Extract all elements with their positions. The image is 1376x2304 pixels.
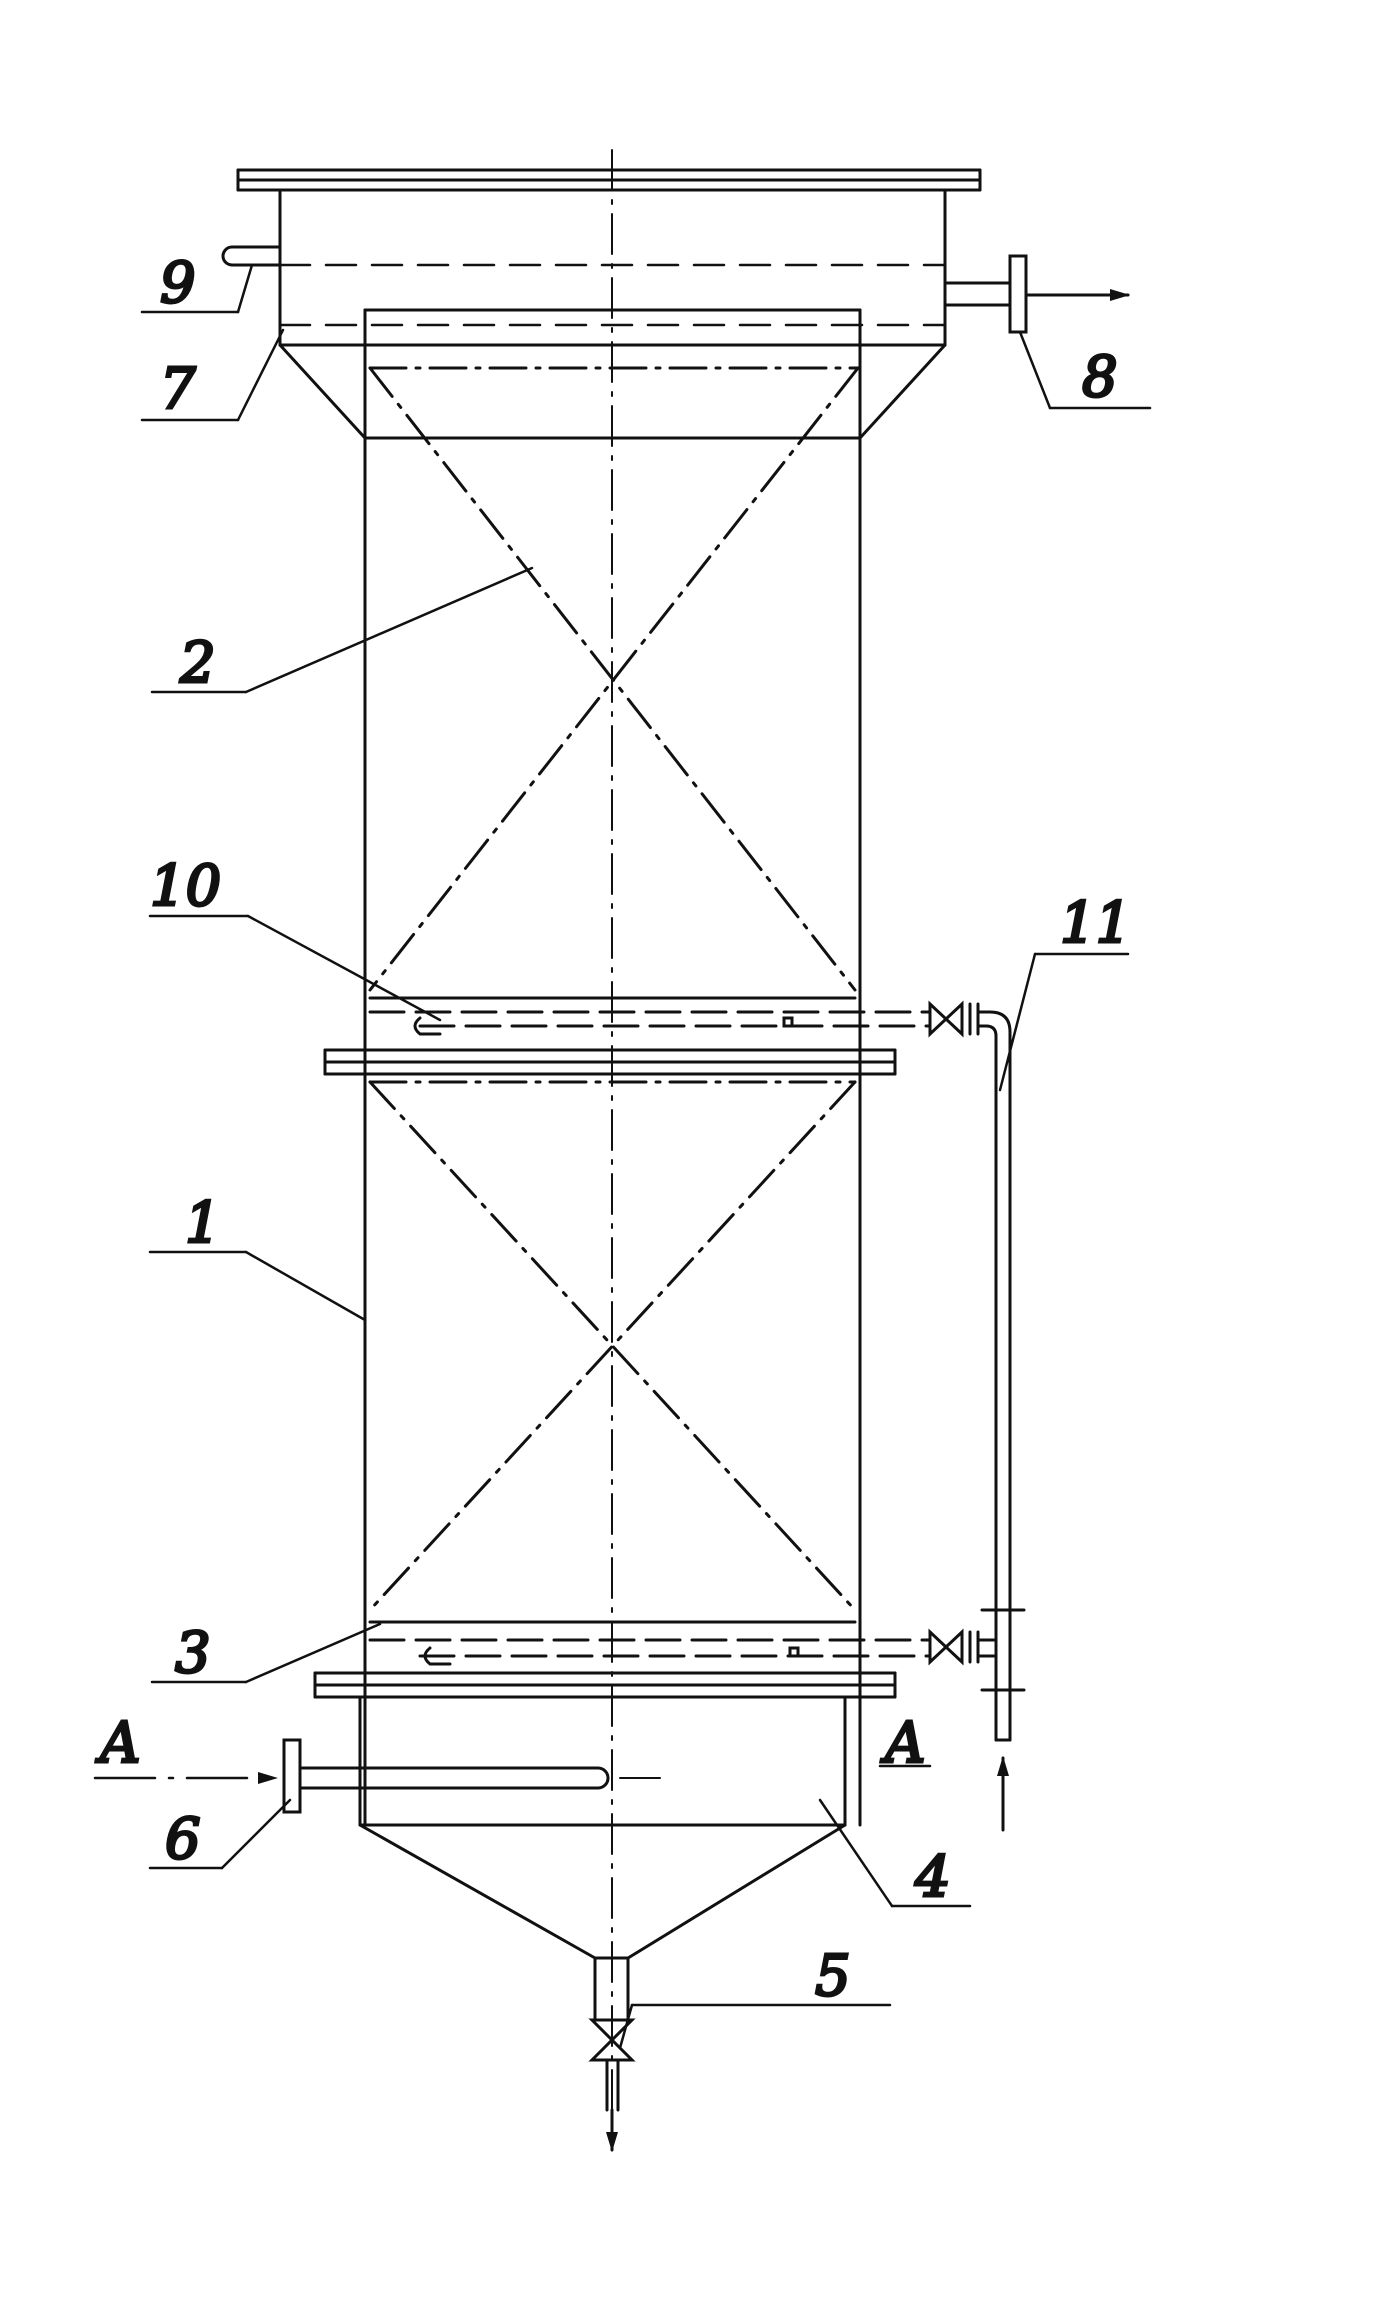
label-2: 2: [179, 631, 216, 696]
liquid-level: [278, 263, 947, 327]
leader-lines: [140, 263, 1152, 2050]
inlet-pipe: [282, 1738, 661, 1814]
section-label-right: A: [880, 1711, 925, 1776]
recirculation-pipe: [928, 1000, 1026, 1832]
bottom-distributor: [368, 1620, 932, 1666]
overflow-tank: [278, 188, 947, 440]
top-cover-plate: [236, 168, 982, 192]
label-4: 4: [914, 1845, 951, 1910]
upper-packing-bed: [368, 366, 860, 992]
upper-valve-icon: [928, 1000, 964, 1038]
label-3: 3: [175, 1621, 211, 1686]
label-5: 5: [815, 1944, 851, 2009]
label-1: 1: [185, 1191, 221, 1256]
label-7: 7: [160, 357, 196, 422]
section-label-left: A: [95, 1711, 140, 1776]
middle-distributor: [368, 996, 932, 1036]
drain-valve-icon: [588, 2018, 636, 2062]
lower-valve-icon: [928, 1628, 964, 1666]
lower-packing-bed: [368, 1080, 857, 1612]
outlet-flange: [1008, 254, 1028, 334]
label-11: 11: [1060, 891, 1131, 956]
drain-pipe: [588, 1956, 636, 2152]
label-6: 6: [165, 1807, 201, 1872]
outlet-pipe: [943, 254, 1130, 334]
reactor-shell: [363, 308, 862, 1827]
side-nozzle: [221, 245, 282, 267]
bottom-flange: [313, 1671, 897, 1699]
bottom-chamber-cone: [358, 1695, 847, 1960]
middle-flange: [323, 1048, 897, 1076]
label-10: 10: [150, 854, 221, 919]
label-9: 9: [160, 251, 196, 316]
inlet-flange: [282, 1738, 302, 1814]
label-8: 8: [1082, 345, 1118, 410]
